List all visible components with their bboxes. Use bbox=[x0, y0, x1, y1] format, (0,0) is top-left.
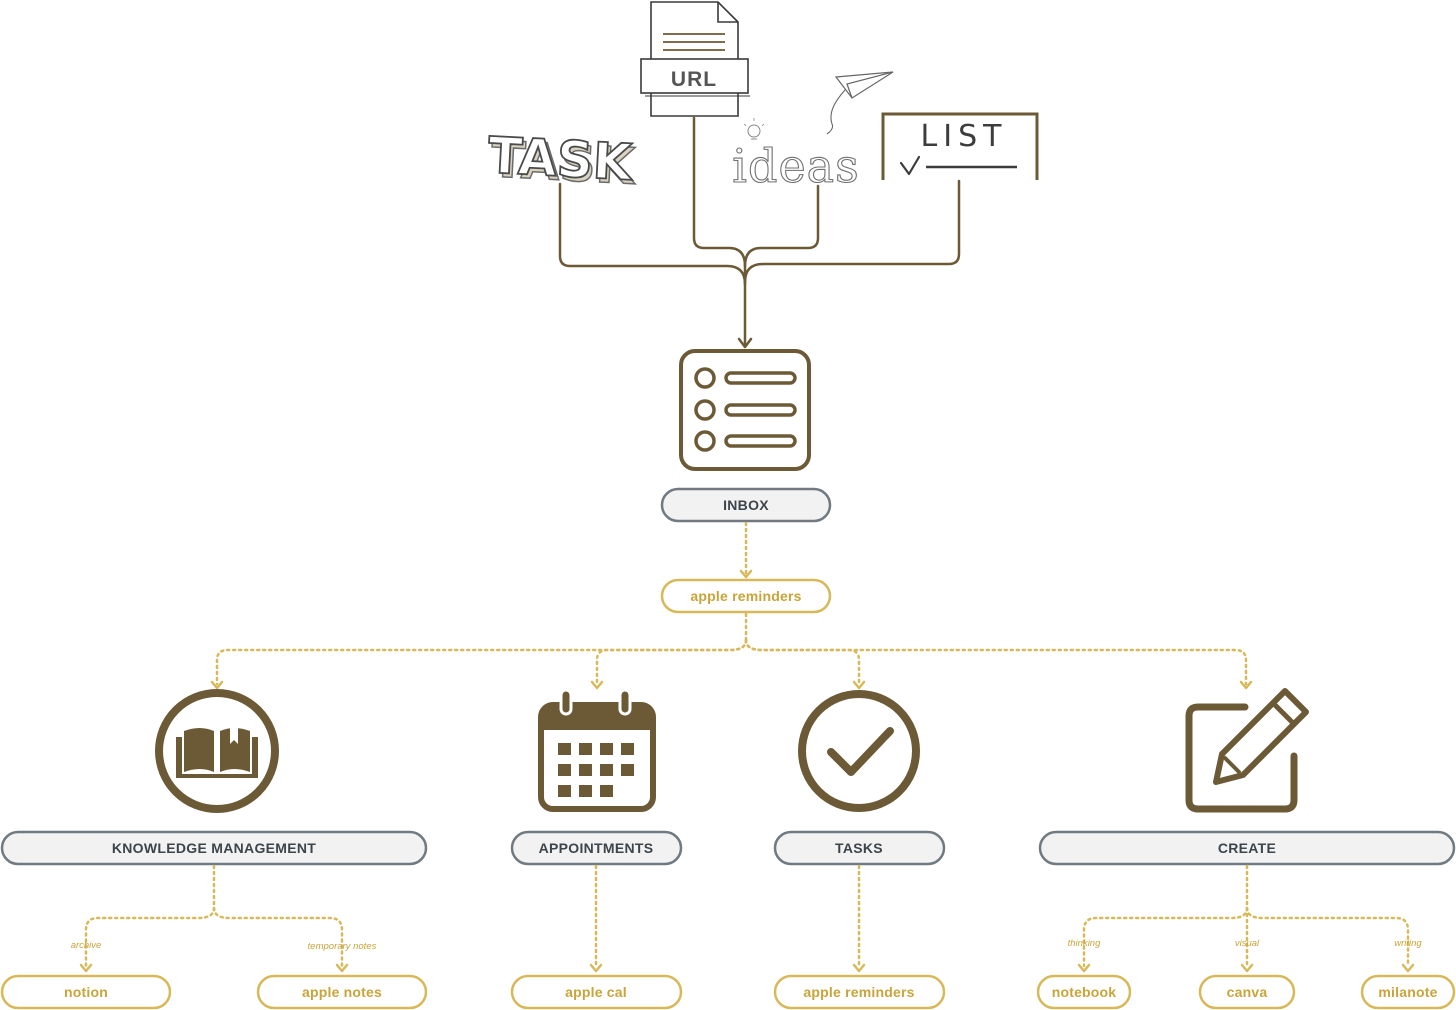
task-word: TASK TASK bbox=[486, 125, 639, 196]
url-document-icon: URL bbox=[640, 1, 750, 117]
tool-pill-notebook: notebook bbox=[1036, 974, 1132, 1010]
tool-label-apple-cal: apple cal bbox=[565, 984, 627, 1000]
lightbulb-icon bbox=[743, 118, 765, 140]
tool-label-apple-notes: apple notes bbox=[302, 984, 382, 1000]
category-pill-tasks: TASKS bbox=[773, 830, 946, 866]
book-icon bbox=[155, 689, 279, 813]
note-temporary-notes: temporary notes bbox=[308, 941, 377, 952]
url-label: URL bbox=[671, 68, 717, 91]
inbox-pill: INBOX bbox=[660, 487, 832, 523]
tool-label-canva: canva bbox=[1227, 984, 1268, 1000]
tool-pill-milanote: milanote bbox=[1360, 974, 1456, 1010]
edit-icon bbox=[1185, 688, 1309, 813]
list-label: LIST bbox=[921, 119, 1008, 154]
note-writing: writing bbox=[1394, 938, 1422, 949]
category-label-appointments: APPOINTMENTS bbox=[539, 840, 654, 856]
inbox-label: INBOX bbox=[723, 497, 769, 513]
inbox-list-icon bbox=[679, 349, 811, 471]
distribution-lines bbox=[210, 612, 1253, 690]
category-label-knowledge: KNOWLEDGE MANAGEMENT bbox=[112, 840, 316, 856]
tool-pill-apple-reminders: apple reminders bbox=[773, 974, 946, 1010]
task-label-shadow: TASK bbox=[490, 130, 639, 196]
ideas-label: ideas bbox=[732, 139, 859, 193]
list-sketch: LIST bbox=[881, 112, 1039, 180]
calendar-icon bbox=[538, 688, 656, 812]
category-label-tasks: TASKS bbox=[835, 840, 883, 856]
inbox-tool-pill: apple reminders bbox=[660, 578, 832, 614]
tool-pill-canva: canva bbox=[1198, 974, 1296, 1010]
tool-label-apple-reminders: apple reminders bbox=[803, 984, 914, 1000]
note-archive: archive bbox=[71, 940, 102, 951]
category-pill-knowledge: KNOWLEDGE MANAGEMENT bbox=[0, 830, 428, 866]
input-merge-lines bbox=[558, 116, 961, 349]
task-label: TASK bbox=[487, 126, 636, 192]
inbox-tool-label: apple reminders bbox=[690, 588, 801, 604]
tool-label-notebook: notebook bbox=[1052, 984, 1117, 1000]
lower-connectors bbox=[79, 864, 1415, 973]
paper-plane-icon bbox=[826, 71, 894, 135]
category-pill-appointments: APPOINTMENTS bbox=[510, 830, 683, 866]
tool-label-milanote: milanote bbox=[1378, 984, 1437, 1000]
check-circle-icon bbox=[798, 690, 920, 812]
tool-pill-apple-notes: apple notes bbox=[256, 974, 428, 1010]
tool-label-notion: notion bbox=[64, 984, 108, 1000]
tool-pill-notion: notion bbox=[0, 974, 172, 1010]
category-label-create: CREATE bbox=[1218, 840, 1276, 856]
ideas-sketch: ideas bbox=[732, 71, 894, 194]
category-pill-create: CREATE bbox=[1038, 830, 1456, 866]
note-thinking: thinking bbox=[1068, 938, 1101, 949]
tool-pill-apple-cal: apple cal bbox=[510, 974, 683, 1010]
note-visual: visual bbox=[1235, 938, 1260, 949]
